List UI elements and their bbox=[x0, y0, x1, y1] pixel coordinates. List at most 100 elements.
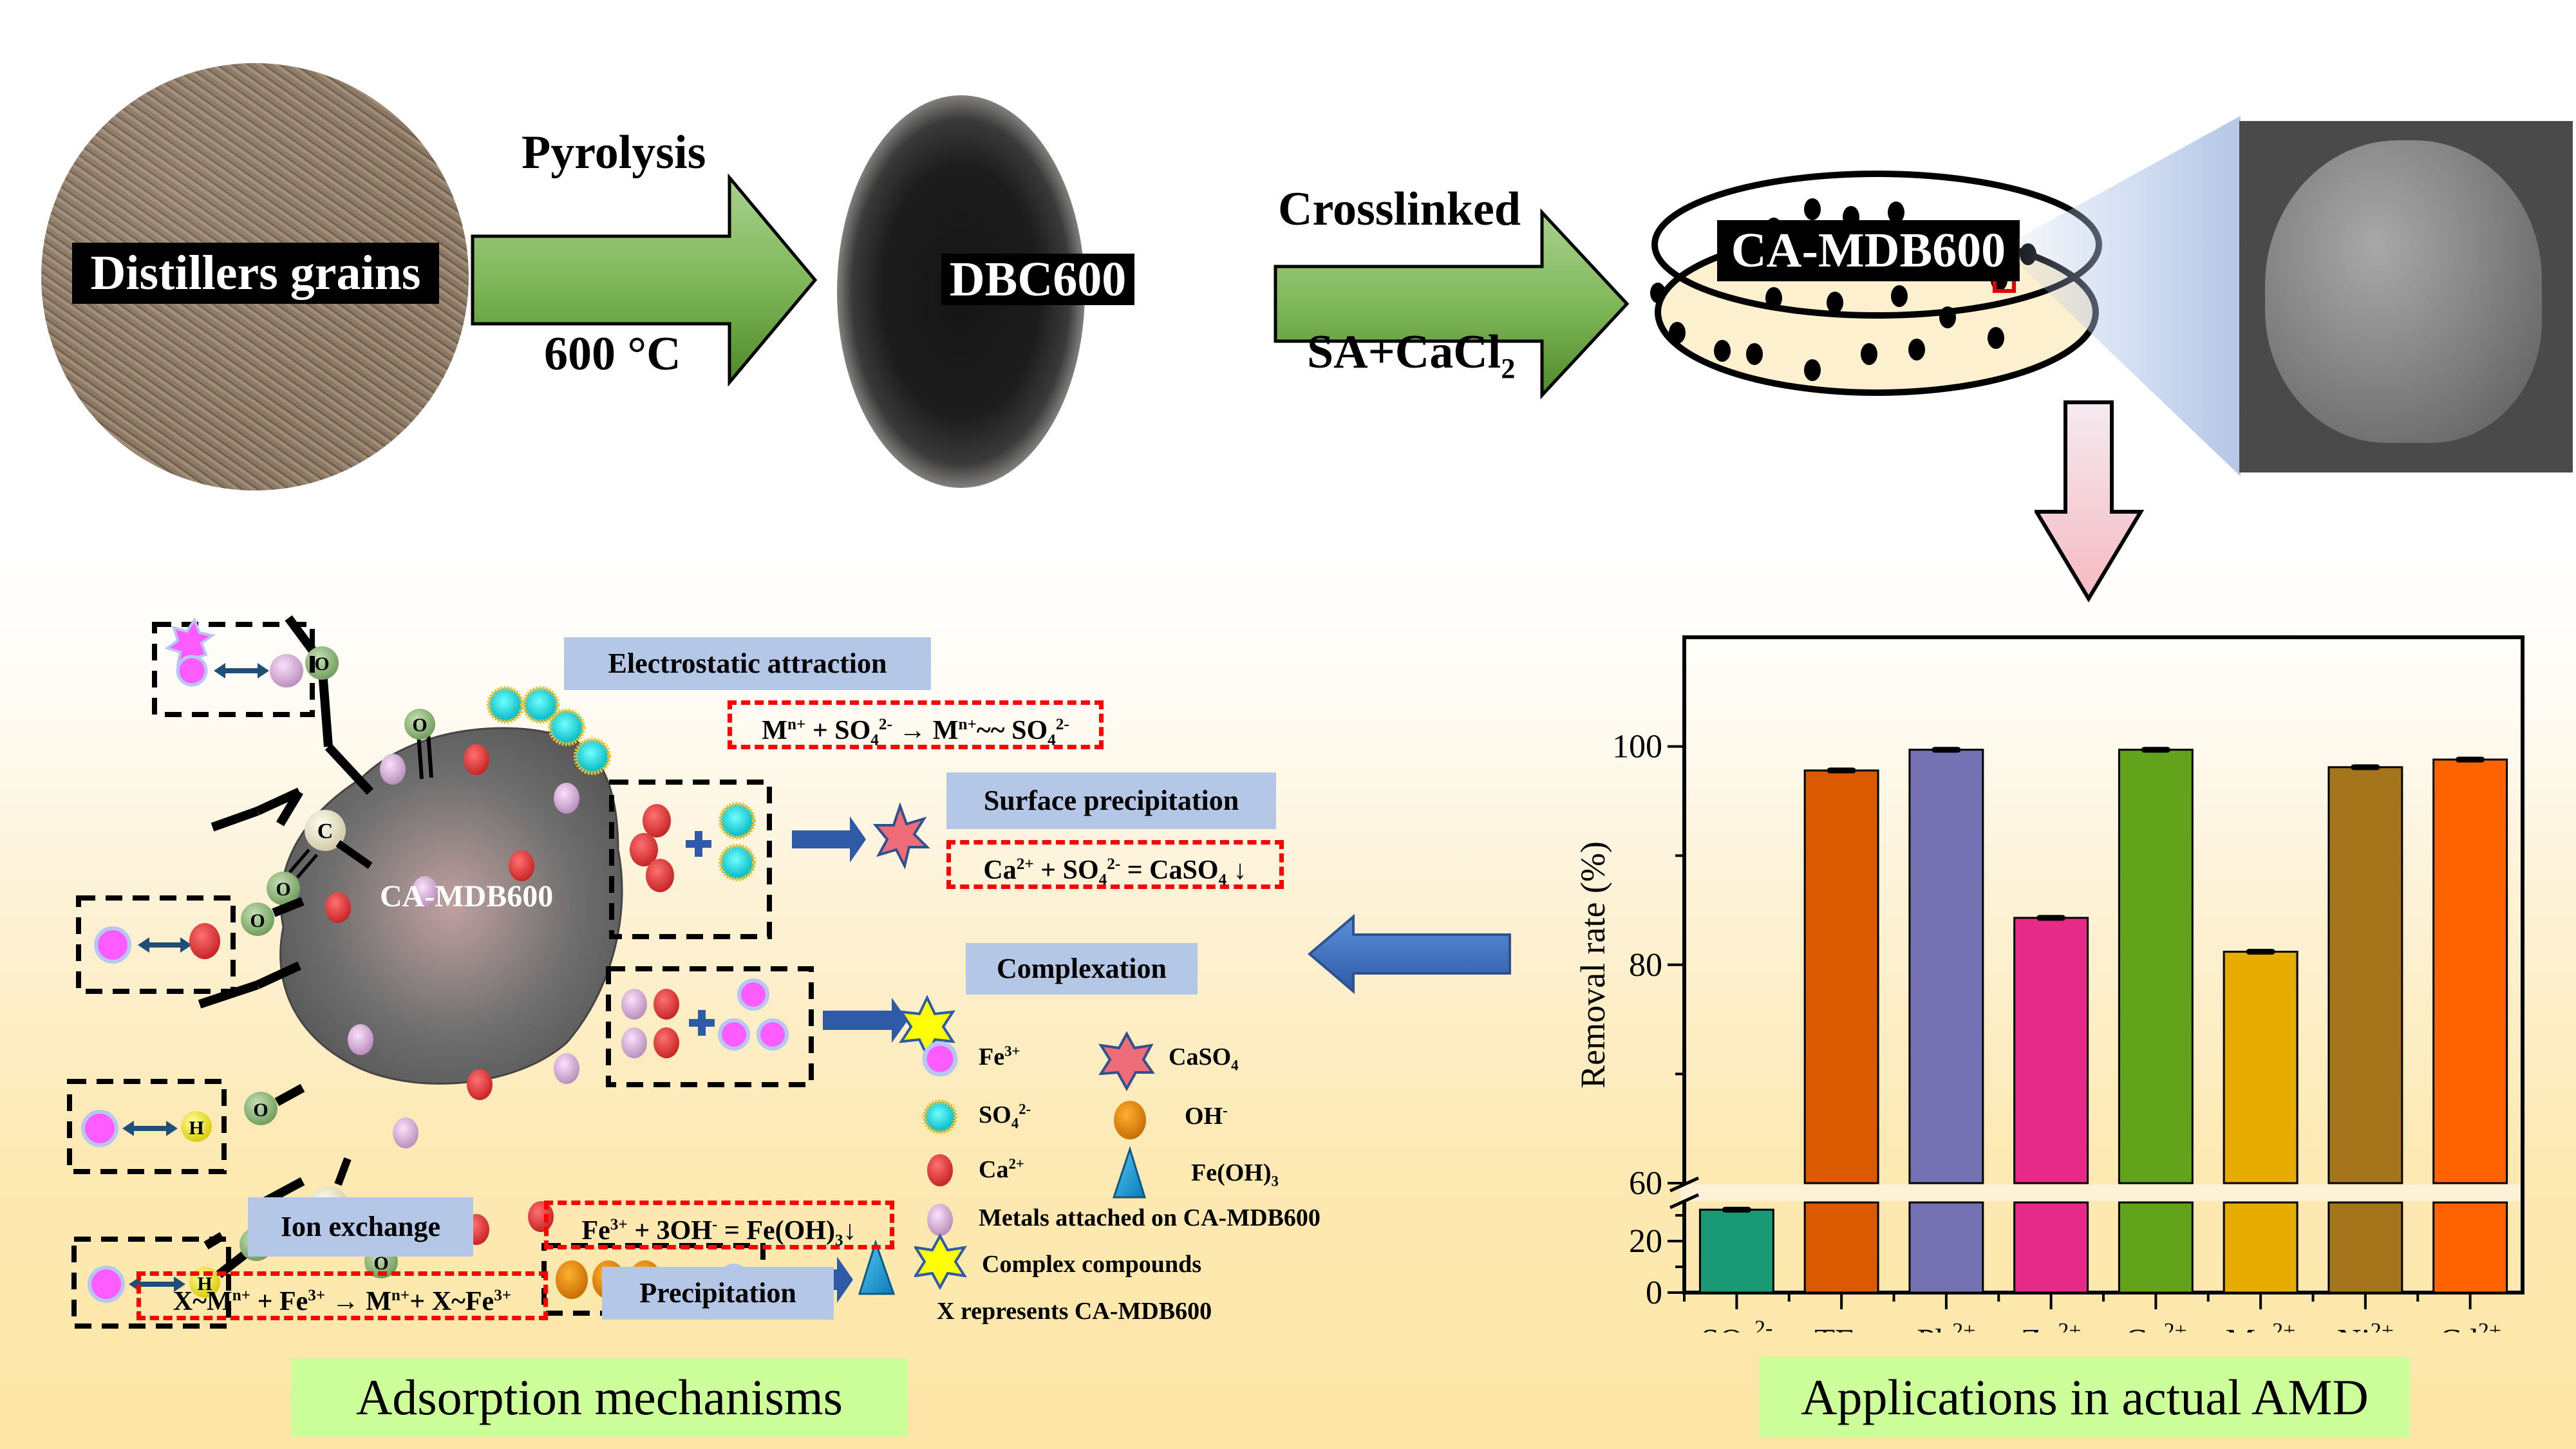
equation-part: 4 bbox=[1218, 871, 1227, 889]
surface-precipitation-title: Surface precipitation bbox=[946, 772, 1276, 829]
equation-part: Ca bbox=[979, 1156, 1009, 1183]
x-tick-label-4: Cu2+ bbox=[2125, 1319, 2187, 1332]
x-tick-label-0: SO42- bbox=[1700, 1316, 1772, 1332]
svg-text:O: O bbox=[276, 879, 290, 900]
complexation-title: Complexation bbox=[966, 943, 1198, 995]
equation-part: → M bbox=[892, 716, 959, 745]
equation-part: ↓ bbox=[1227, 855, 1247, 885]
equation-part: CaSO bbox=[1169, 1043, 1232, 1070]
equation-part: Fe(OH) bbox=[1191, 1159, 1272, 1186]
equation-part: M bbox=[762, 716, 787, 745]
particle-label: CA-MDB600 bbox=[380, 879, 554, 913]
equation-part: ~~ SO bbox=[976, 716, 1048, 745]
x-tick-label-3: Zn2+ bbox=[2021, 1319, 2082, 1332]
sulfate-cluster bbox=[487, 686, 611, 775]
svg-text:H: H bbox=[189, 1117, 203, 1139]
precipitation-equation: Fe3+ + 3OH- = Fe(OH)3↓ bbox=[544, 1201, 894, 1249]
bar-upper-6 bbox=[2327, 766, 2403, 1184]
equation-part: 4 bbox=[870, 731, 879, 749]
ion-exchange-equation: X~Mn+ + Fe3+ → Mn++ X~Fe3+ bbox=[136, 1271, 548, 1320]
equation-part: + SO bbox=[1033, 855, 1099, 885]
equation-part: 3+ bbox=[494, 1287, 512, 1304]
equation-part: 2- bbox=[878, 716, 892, 733]
hydroxide-ion-icon bbox=[1114, 1101, 1146, 1139]
equation-part: Metals attached on CA-MDB600 bbox=[979, 1204, 1321, 1231]
equation-part: + Fe bbox=[250, 1287, 308, 1316]
equation-part: SO bbox=[979, 1101, 1011, 1128]
equation-part: Complex compounds bbox=[982, 1251, 1201, 1278]
dbc600-label: DBC600 bbox=[941, 254, 1134, 305]
ca-mdb600-label: CA-MDB600 bbox=[1717, 220, 2020, 281]
x-tick-label-6: Ni2+ bbox=[2337, 1319, 2394, 1332]
down-arrow bbox=[2035, 400, 2144, 603]
bar-upper-4 bbox=[2118, 749, 2194, 1184]
left-arrow bbox=[1307, 914, 1511, 995]
equation-part: 4 bbox=[1048, 731, 1056, 749]
equation-part: Fe bbox=[581, 1216, 610, 1246]
ion-exchange-title: Ion exchange bbox=[248, 1197, 473, 1257]
sulfate-ion-icon bbox=[923, 1099, 957, 1134]
applications-title: Applications in actual AMD bbox=[1760, 1357, 2410, 1437]
sa-cacl2-sub: 2 bbox=[1501, 351, 1516, 384]
bar-upper-3 bbox=[2013, 917, 2089, 1184]
iron-hydroxide-icon bbox=[1112, 1146, 1147, 1199]
legend-label-feoh3: Fe(OH)3 bbox=[1191, 1159, 1279, 1190]
pyrolysis-arrow bbox=[471, 174, 818, 386]
equation-part: 2- bbox=[1055, 716, 1069, 733]
bar-lower-2 bbox=[1908, 1201, 1984, 1294]
equation-part: 3+ bbox=[1004, 1043, 1020, 1060]
svg-text:O: O bbox=[250, 910, 265, 931]
equation-part: 2- bbox=[1107, 855, 1121, 873]
electrostatic-equation: Mn+ + SO42- → Mn+~~ SO42- bbox=[728, 700, 1104, 749]
equation-part: Ca bbox=[983, 855, 1017, 885]
sa-cacl2-main: SA+CaCl bbox=[1307, 326, 1501, 379]
complex-compound-icon bbox=[914, 1233, 968, 1291]
surface-precipitation-equation: Ca2+ + SO42- = CaSO4 ↓ bbox=[946, 840, 1284, 889]
legend-label-complex: Complex compounds bbox=[982, 1250, 1201, 1278]
y-tick-20-label: 20 bbox=[1629, 1223, 1662, 1260]
svg-text:O: O bbox=[253, 1099, 268, 1121]
attached-metal-icon bbox=[927, 1204, 953, 1236]
equation-part: OH bbox=[1185, 1103, 1223, 1130]
legend-icons bbox=[914, 1031, 1155, 1291]
equation-part: = CaSO bbox=[1120, 855, 1219, 885]
equation-part: 2+ bbox=[1008, 1155, 1024, 1172]
crosslink-arrow bbox=[1274, 208, 1630, 400]
equation-part: 2+ bbox=[1016, 855, 1034, 873]
sem-image bbox=[2239, 121, 2573, 472]
equation-part: n+ bbox=[391, 1287, 410, 1304]
legend-note: X represents CA-MDB600 bbox=[937, 1298, 1212, 1325]
equation-part: = Fe(OH) bbox=[717, 1216, 835, 1246]
equation-part: - bbox=[1223, 1102, 1228, 1119]
axis-break-band bbox=[1686, 1184, 2521, 1201]
equation-part: 3 bbox=[834, 1231, 843, 1249]
y-axis-label: Removal rate (%) bbox=[1574, 841, 1612, 1089]
svg-text:C: C bbox=[317, 819, 334, 843]
y-tick-80-label: 80 bbox=[1629, 947, 1662, 984]
axis-break-gap bbox=[1680, 1184, 1688, 1201]
bar-upper-2 bbox=[1908, 749, 1984, 1184]
distillers-grains-label: Distillers grains bbox=[72, 243, 439, 304]
legend-label-oh: OH- bbox=[1185, 1102, 1228, 1130]
bar-lower-6 bbox=[2327, 1201, 2403, 1294]
x-tick-label-2: Pb2+ bbox=[1917, 1319, 1975, 1332]
equation-part: n+ bbox=[232, 1287, 251, 1304]
bar-lower-5 bbox=[2223, 1201, 2299, 1294]
equation-part: 3 bbox=[1271, 1173, 1279, 1190]
equation-part: → M bbox=[325, 1287, 391, 1316]
bar-upper-1 bbox=[1803, 769, 1879, 1184]
equation-part: 3+ bbox=[308, 1287, 326, 1304]
sa-cacl2-label: SA+CaCl2 bbox=[1307, 325, 1515, 385]
equation-part: + SO bbox=[805, 716, 871, 745]
equation-part: - bbox=[712, 1216, 718, 1233]
bar-lower-7 bbox=[2432, 1201, 2508, 1294]
legend-label-caso4: CaSO4 bbox=[1169, 1043, 1239, 1074]
equation-part: 2- bbox=[1019, 1101, 1031, 1117]
electrostatic-attraction-title: Electrostatic attraction bbox=[564, 637, 931, 690]
axis-break-mark-2 bbox=[1669, 1193, 1700, 1210]
equation-part: ↓ bbox=[843, 1216, 857, 1246]
removal-rate-chart: SO42-TFePb2+Zn2+Cu2+Mn2+Ni2+Cd2+02060801… bbox=[1574, 635, 2524, 1332]
pyrolysis-label: Pyrolysis bbox=[522, 126, 706, 179]
bar-lower-4 bbox=[2118, 1201, 2194, 1294]
precipitation-title: Precipitation bbox=[602, 1267, 834, 1320]
